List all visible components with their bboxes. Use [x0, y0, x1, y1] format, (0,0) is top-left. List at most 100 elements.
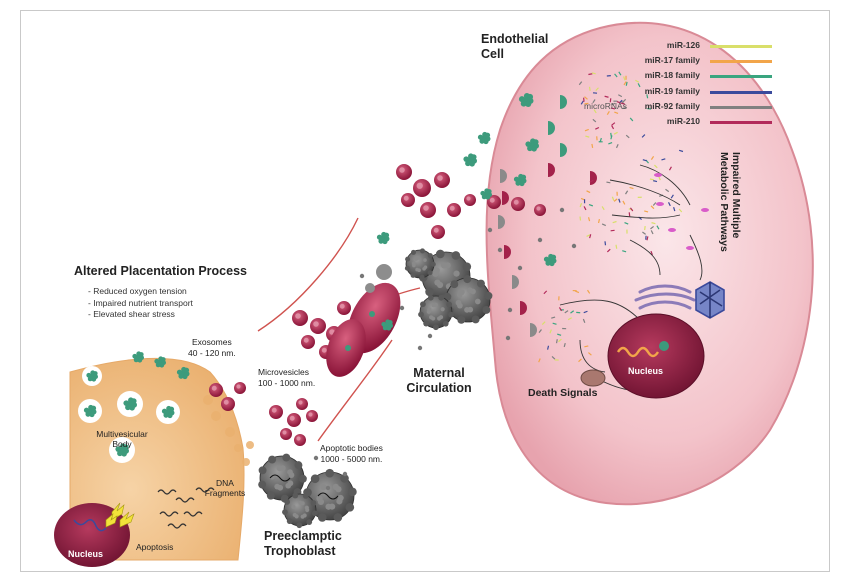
microrna-dash [625, 134, 630, 139]
apoptotic-body-bleb [430, 261, 436, 267]
apoptotic-body-spot [417, 268, 421, 273]
microvesicle-highlight [296, 436, 301, 441]
microrna-dash [678, 149, 684, 153]
exosome [518, 96, 525, 103]
death-receptor-icon [580, 369, 606, 387]
legend-item-mir-210: miR-210 [640, 116, 772, 129]
microrna-dash [661, 158, 666, 161]
microrna-dash [637, 83, 641, 88]
exosome [486, 189, 492, 194]
microvesicle [464, 194, 476, 206]
microrna-dash [624, 221, 629, 225]
apoptotic-body-bleb [345, 502, 355, 512]
microrna-dash [587, 217, 591, 222]
microrna-dash [629, 186, 634, 190]
exosome [469, 160, 475, 167]
microrna-dash [678, 208, 683, 213]
grey-particle [505, 335, 511, 341]
release-dot [246, 441, 254, 449]
dna-fragment [167, 523, 187, 529]
microrna-dash [597, 219, 601, 224]
docked-vesicle [512, 275, 519, 289]
microrna-dash [541, 321, 546, 325]
legend-label: miR-17 family [644, 55, 700, 65]
endoplasmic-reticulum-icon [695, 281, 725, 319]
apoptotic-body-bleb [463, 275, 472, 284]
apoptotic-body-bleb [404, 265, 410, 271]
apoptotic-body-bleb [294, 461, 303, 470]
microrna-dash [615, 244, 618, 249]
microvesicle [534, 204, 546, 216]
exosome [378, 238, 384, 244]
microvesicle [301, 335, 315, 349]
apoptotic-body-spot [304, 505, 309, 510]
microvesicle [294, 434, 306, 446]
microrna-dash [584, 96, 588, 100]
microvesicles-label: Microvesicles 100 - 1000 nm. [258, 367, 315, 389]
bullet-item: Reduced oxygen tension [88, 286, 193, 298]
microrna-dash [595, 126, 600, 130]
apoptotic-body-spot [467, 306, 474, 313]
release-dot [242, 458, 250, 466]
exosome [387, 320, 393, 325]
microvesicle-highlight [403, 195, 409, 201]
microvesicle [511, 197, 525, 211]
apoptotic-body-bleb [442, 320, 449, 327]
microvesicle [337, 301, 351, 315]
apoptotic-body-bleb [457, 315, 466, 324]
exosome [477, 134, 484, 140]
exosome [133, 357, 139, 363]
docked-vesicle [548, 121, 555, 135]
grey-particle [325, 485, 331, 491]
microvesicle [287, 413, 301, 427]
microrna-dash [629, 117, 634, 122]
legend-label: miR-18 family [644, 70, 700, 80]
micrornas-label: microRNAs [584, 101, 627, 111]
docked-vesicle [498, 215, 505, 229]
microrna-dash [588, 352, 592, 356]
microrna-dash [588, 73, 593, 76]
exosome [178, 373, 184, 379]
microvesicle-highlight [339, 303, 345, 309]
apoptotic-body-bleb [419, 274, 425, 280]
microrna-dash [599, 137, 602, 143]
grey-particle [359, 273, 365, 279]
microrna-dash [583, 206, 587, 211]
docked-vesicle [530, 323, 537, 337]
release-dot [225, 427, 235, 437]
dna-fragment [175, 497, 195, 503]
apoptotic-body-spot [320, 484, 327, 491]
exosome [484, 132, 491, 138]
microrna-dash [586, 190, 591, 194]
exosome [549, 260, 555, 267]
microrna-dash [591, 143, 594, 148]
microvesicle-highlight [449, 205, 455, 211]
microrna-dash [652, 180, 658, 183]
pathway-targets [654, 173, 709, 250]
apoptotic-body-bleb [266, 491, 275, 500]
grey-particle [417, 345, 423, 351]
exosome [550, 254, 557, 260]
docked-vesicle [560, 95, 567, 109]
apoptotic-dna [317, 492, 339, 500]
apoptotic-body-spot [287, 480, 294, 487]
microrna-dash [574, 290, 580, 294]
microrna-dash [578, 81, 583, 86]
apoptotic-body-bleb [427, 294, 434, 301]
exosome [91, 376, 97, 382]
apoptotic-body-bleb [325, 468, 335, 478]
apoptotic-body-spot [431, 316, 436, 321]
microvesicle [310, 318, 326, 334]
legend-item-mir-92: miR-92 family [640, 101, 772, 114]
microvesicle-highlight [282, 430, 287, 435]
microvesicle-highlight [423, 205, 429, 211]
microvesicle-highlight [437, 175, 443, 181]
apoptotic-body-bleb [258, 480, 267, 489]
microrna-dash [613, 198, 618, 202]
exosome [463, 156, 470, 162]
legend-label: miR-210 [666, 116, 700, 126]
exosome [525, 141, 532, 147]
exosome [85, 411, 91, 417]
apoptotic-body-bleb [310, 500, 317, 506]
